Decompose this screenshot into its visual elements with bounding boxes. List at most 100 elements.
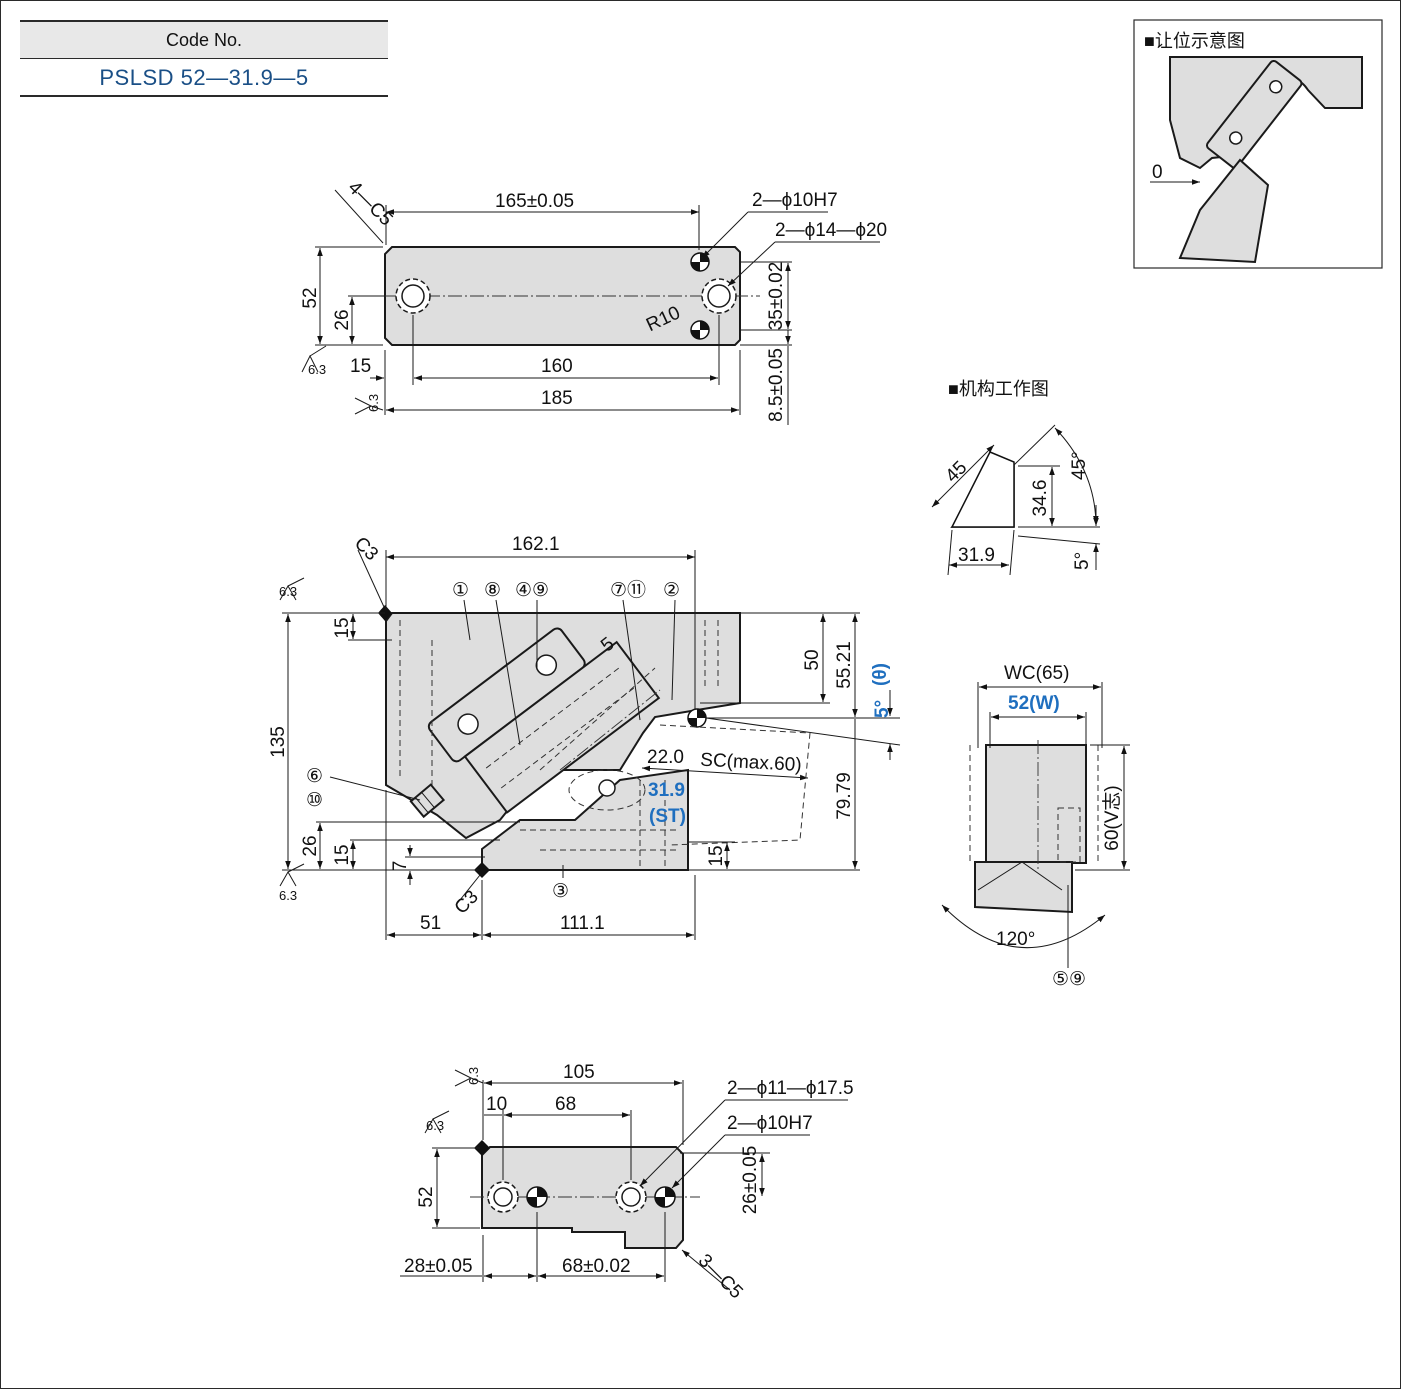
front-roughness-1: 6.3 bbox=[279, 584, 297, 599]
part-label-10: ⑩ bbox=[306, 790, 323, 811]
top-dim-8-5: 8.5±0.05 bbox=[766, 348, 787, 422]
bottom-dim-105: 105 bbox=[563, 1062, 595, 1083]
top-hole-right bbox=[707, 284, 731, 308]
side-upper-block bbox=[985, 744, 1087, 864]
bottom-dim-68: 68 bbox=[555, 1094, 576, 1115]
bottom-chamfer-label: 3—C5 bbox=[694, 1250, 747, 1303]
bottom-roughness-symbol-1 bbox=[454, 1069, 484, 1087]
bottom-roughness-symbol-2 bbox=[424, 1110, 450, 1134]
front-c3-top: C3 bbox=[350, 533, 382, 565]
mechanism-base: 31.9 bbox=[958, 545, 995, 566]
top-dim-26: 26 bbox=[332, 309, 353, 330]
bottom-counterbore-callout: 2—ϕ11—ϕ17.5 bbox=[727, 1078, 854, 1099]
inset-gap-label: 0 bbox=[1152, 162, 1163, 183]
top-view: 165±0.05 4—C5 2—ϕ10H7 2—ϕ14—ϕ20 R10 52 2… bbox=[300, 177, 887, 425]
bottom-roughness-1: 6.3 bbox=[466, 1067, 481, 1085]
top-dim-185: 185 bbox=[541, 388, 573, 409]
front-dim-7: 7 bbox=[390, 861, 411, 872]
bottom-pin-callout: 2—ϕ10H7 bbox=[727, 1113, 813, 1134]
front-dim-51: 51 bbox=[420, 913, 441, 934]
bottom-dim-28: 28±0.05 bbox=[404, 1256, 473, 1277]
top-chamfer-label: 4—C5 bbox=[344, 177, 397, 230]
front-dim-162: 162.1 bbox=[512, 534, 560, 555]
bottom-pin-hole-right bbox=[654, 1186, 676, 1208]
top-roughness-2: 6.3 bbox=[366, 394, 381, 412]
top-hole-left bbox=[401, 284, 425, 308]
top-dim-165: 165±0.05 bbox=[495, 191, 574, 212]
front-roughness-symbol-2 bbox=[279, 863, 305, 887]
bottom-corner-marker bbox=[474, 1140, 490, 1156]
front-dim-55-21: 55.21 bbox=[834, 641, 855, 689]
side-part-label: ⑤⑨ bbox=[1052, 969, 1086, 990]
side-wc: WC(65) bbox=[1004, 663, 1069, 684]
part-label-2: ② bbox=[663, 580, 680, 601]
front-dim-79-79: 79.79 bbox=[834, 772, 855, 820]
inset-driver-block bbox=[1178, 158, 1270, 264]
inset-title: ■让位示意图 bbox=[1144, 31, 1245, 51]
front-dim-50: 50 bbox=[802, 649, 823, 670]
side-v-groove bbox=[977, 861, 1063, 891]
bottom-roughness-2: 6.3 bbox=[426, 1118, 444, 1133]
front-stroke-st: (ST) bbox=[649, 806, 686, 827]
code-header: Code No. bbox=[20, 20, 388, 59]
bottom-hole-right bbox=[621, 1187, 641, 1207]
front-dim-135: 135 bbox=[268, 726, 289, 758]
front-dim-15-low: 15 bbox=[332, 844, 353, 865]
front-dim-22: 22.0 bbox=[647, 747, 684, 768]
mechanism-hyp: 45 bbox=[942, 457, 972, 487]
part-label-8: ⑧ bbox=[484, 580, 501, 601]
top-dim-52: 52 bbox=[300, 287, 321, 308]
side-v: 60(V志) bbox=[1101, 785, 1123, 850]
top-roughness-1: 6.3 bbox=[308, 362, 326, 377]
part-label-3: ③ bbox=[552, 881, 569, 902]
front-dim-26: 26 bbox=[300, 835, 321, 856]
front-stroke-31-9: 31.9 bbox=[648, 780, 685, 801]
mechanism-tilt: 5° bbox=[1072, 552, 1093, 570]
front-stopper-screw bbox=[409, 783, 446, 819]
top-pin-hole-upper bbox=[690, 252, 710, 272]
part-label-1: ① bbox=[452, 580, 469, 601]
top-pin-hole-lower bbox=[690, 320, 710, 340]
clearance-inset: ■让位示意图 0 bbox=[1133, 19, 1383, 269]
top-dim-15: 15 bbox=[350, 356, 371, 377]
bottom-dim-68b: 68±0.02 bbox=[562, 1256, 631, 1277]
mechanism-diagram: ■机构工作图 45 34.6 45° 31.9 5° bbox=[931, 379, 1101, 576]
top-roughness-symbol-1 bbox=[301, 345, 327, 373]
front-screw-recess bbox=[568, 769, 646, 811]
front-c3-low: C3 bbox=[451, 886, 483, 918]
top-dim-160: 160 bbox=[541, 356, 573, 377]
bottom-hole-left bbox=[493, 1187, 513, 1207]
front-cam-slider bbox=[427, 627, 661, 814]
code-value: PSLSD 52—31.9—5 bbox=[20, 59, 388, 97]
front-datum-point bbox=[687, 708, 707, 728]
front-dim-15-top: 15 bbox=[332, 617, 353, 638]
front-dim-111-1: 111.1 bbox=[560, 913, 605, 934]
front-dim-15-right: 15 bbox=[706, 845, 727, 866]
bottom-dim-52: 52 bbox=[416, 1186, 437, 1207]
front-theta: (θ) bbox=[870, 663, 891, 686]
bottom-dim-26: 26±0.05 bbox=[740, 1146, 761, 1215]
mechanism-height: 34.6 bbox=[1030, 480, 1051, 517]
inset-cam-slider bbox=[1205, 59, 1303, 169]
front-roughness-2: 6.3 bbox=[279, 888, 297, 903]
top-counterbore-callout: 2—ϕ14—ϕ20 bbox=[775, 220, 887, 241]
front-corner-marker-low bbox=[474, 862, 490, 878]
top-roughness-symbol-2 bbox=[354, 397, 384, 415]
front-angle-5: 5° bbox=[872, 700, 893, 718]
mechanism-title: ■机构工作图 bbox=[948, 379, 1049, 399]
part-label-6: ⑥ bbox=[306, 766, 323, 787]
mechanism-angle: 45° bbox=[1069, 451, 1090, 480]
part-label-4-9: ④⑨ bbox=[515, 580, 549, 601]
part-label-7-11: ⑦⑪ bbox=[610, 579, 646, 601]
side-w: 52(W) bbox=[1008, 693, 1060, 714]
bottom-pin-hole-left bbox=[526, 1186, 548, 1208]
front-view: 162.1 C3 135 6.3 15 50 55.21 5° (θ) bbox=[268, 533, 901, 940]
top-pin-callout: 2—ϕ10H7 bbox=[752, 190, 838, 211]
side-angle: 120° bbox=[996, 929, 1035, 950]
code-number-box: Code No. PSLSD 52—31.9—5 bbox=[20, 20, 388, 97]
front-roughness-symbol-1 bbox=[279, 577, 305, 601]
bottom-dim-10: 10 bbox=[486, 1094, 507, 1115]
front-screw bbox=[598, 779, 616, 797]
